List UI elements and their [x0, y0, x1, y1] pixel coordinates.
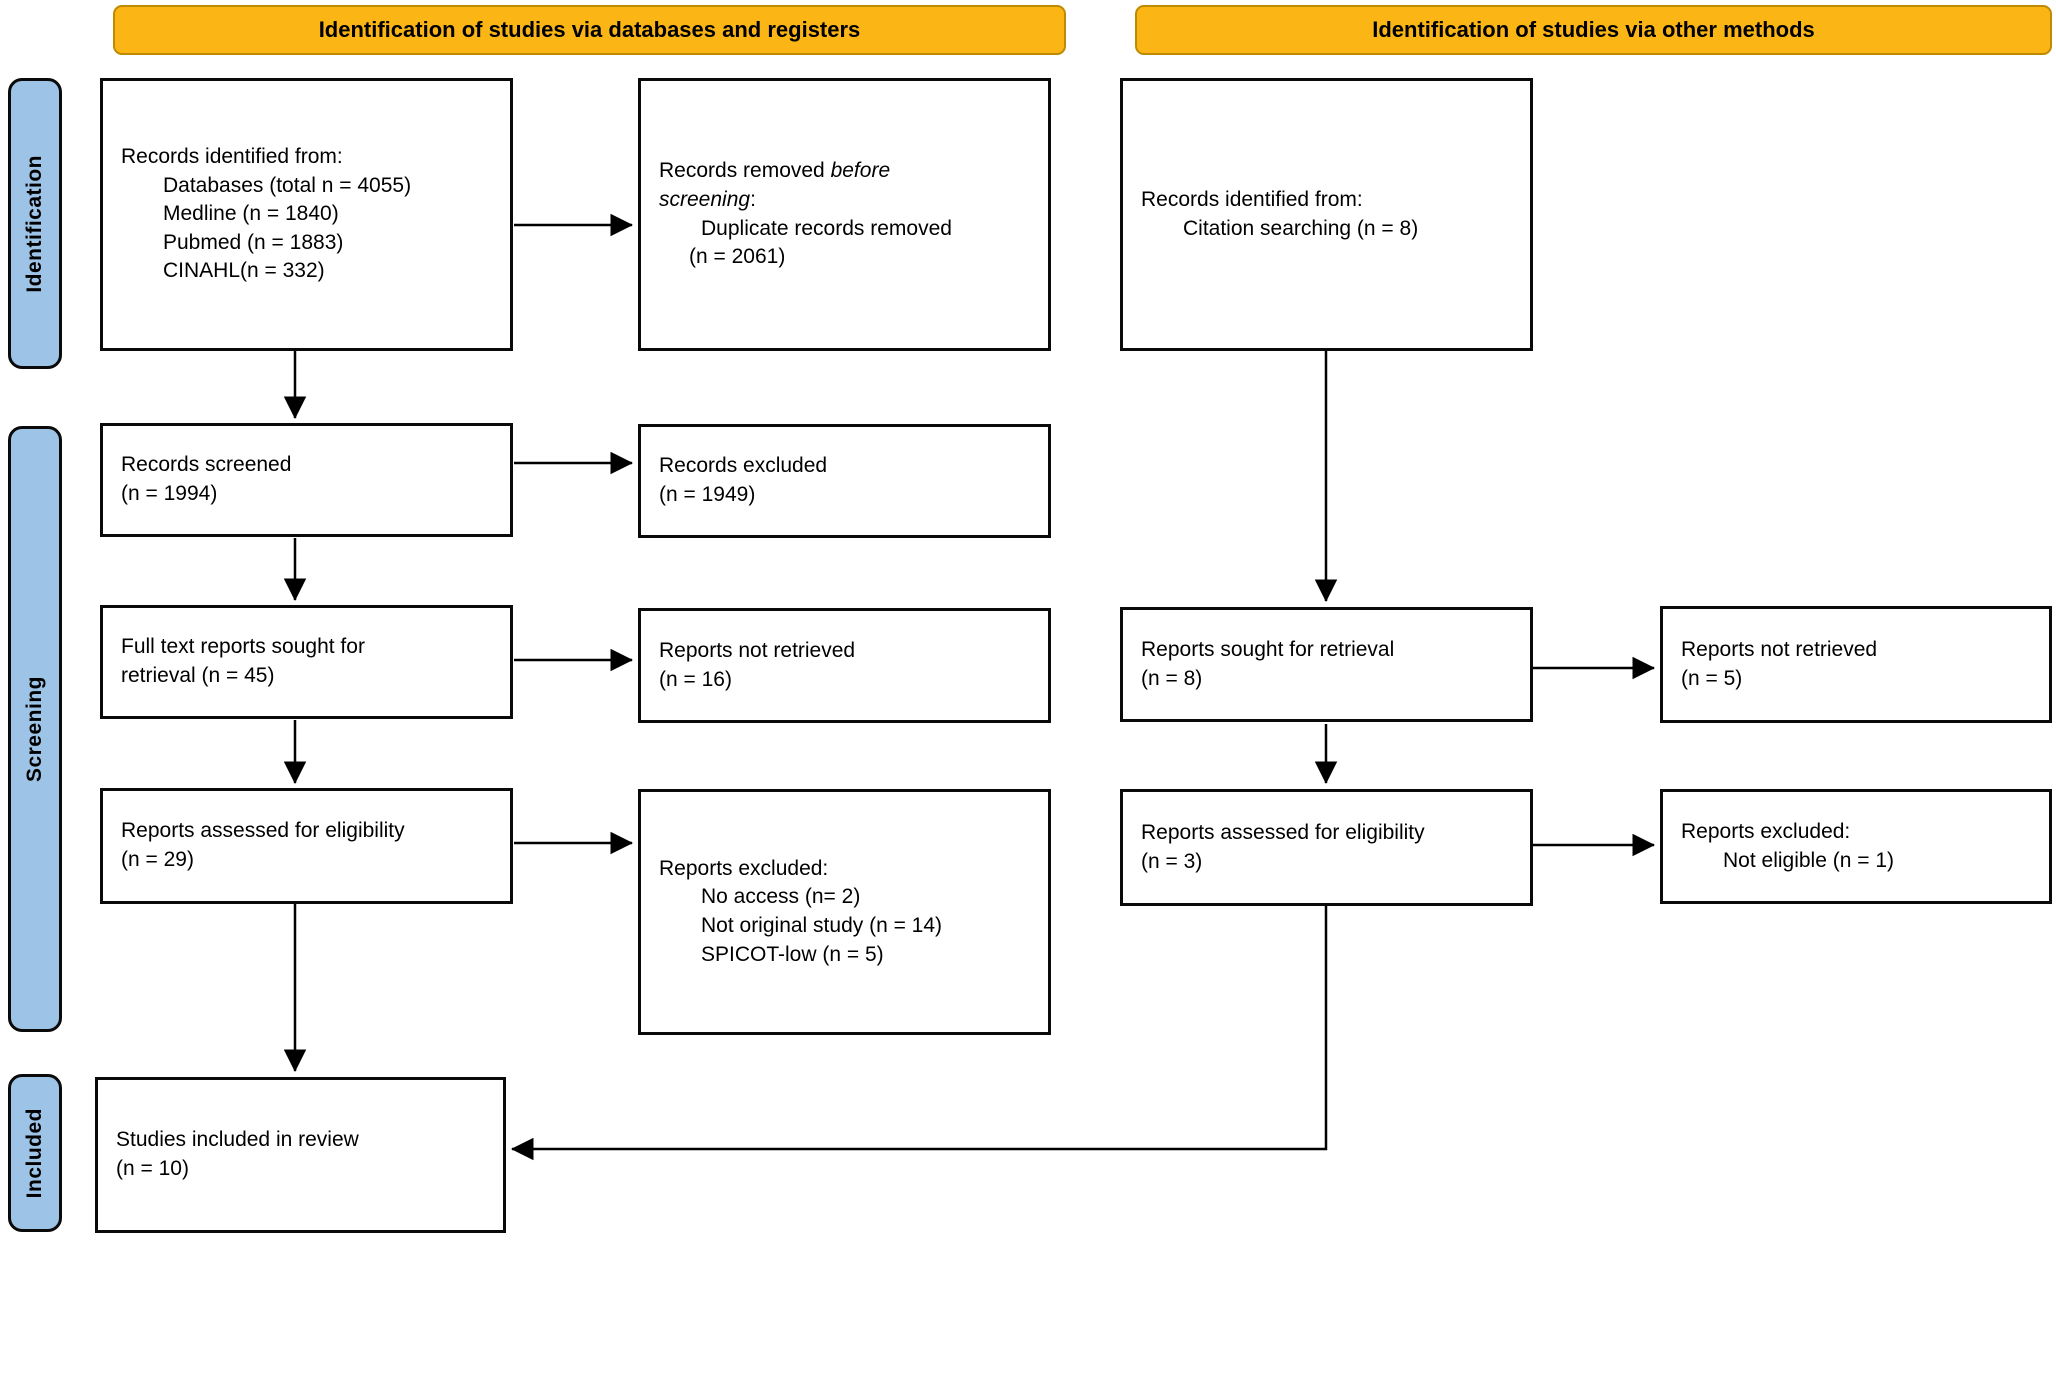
box-line: Databases (total n = 4055) — [163, 173, 412, 197]
box-line: Pubmed (n = 1883) — [163, 230, 344, 254]
box-line: Reports assessed for eligibility — [121, 819, 405, 843]
box-line: Medline (n = 1840) — [163, 202, 339, 226]
box-reports-assessed-right: Reports assessed for eligibility (n = 3) — [1120, 789, 1533, 906]
box-fulltext-sought: Full text reports sought for retrieval (… — [100, 605, 513, 719]
box-reports-sought-right: Reports sought for retrieval (n = 8) — [1120, 607, 1533, 722]
italic-text: before — [830, 159, 891, 183]
header-label: Identification of studies via other meth… — [1372, 17, 1815, 42]
box-line: (n = 16) — [659, 667, 732, 691]
box-records-removed-before-screening: Records removed before screening: Duplic… — [638, 78, 1051, 351]
box-line: CINAHL(n = 332) — [163, 259, 325, 283]
box-line: Reports excluded: — [659, 856, 829, 880]
box-line: (n = 1949) — [659, 483, 756, 506]
box-line: Records screened — [121, 453, 292, 477]
box-line: Reports excluded: — [1681, 819, 1851, 843]
box-line: Records removed before — [659, 159, 891, 183]
box-line: SPICOT-low (n = 5) — [701, 942, 884, 966]
box-reports-not-retrieved-left: Reports not retrieved (n = 16) — [638, 608, 1051, 723]
box-line: Reports sought for retrieval — [1141, 637, 1395, 661]
box-records-identified-citation: Records identified from: Citation search… — [1120, 78, 1533, 351]
italic-text: screening — [659, 187, 751, 211]
box-line: screening: — [659, 187, 756, 211]
box-studies-included: Studies included in review (n = 10) — [95, 1077, 506, 1233]
box-line: retrieval (n = 45) — [121, 664, 275, 687]
box-line: (n = 29) — [121, 848, 194, 871]
box-records-identified-databases: Records identified from: Databases (tota… — [100, 78, 513, 351]
box-line: (n = 3) — [1141, 849, 1203, 873]
box-line: Reports assessed for eligibility — [1141, 820, 1425, 844]
box-reports-excluded-reasons: Reports excluded: No access (n= 2) Not o… — [638, 789, 1051, 1035]
header-label: Identification of studies via databases … — [318, 17, 861, 42]
stage-label: Identification — [23, 154, 46, 293]
box-line: Citation searching (n = 8) — [1183, 216, 1419, 240]
box-line: No access (n= 2) — [701, 885, 861, 909]
header-other-methods: Identification of studies via other meth… — [1135, 5, 2052, 55]
box-line: Records excluded — [659, 454, 828, 478]
box-line: Not eligible (n = 1) — [1723, 848, 1895, 872]
box-reports-excluded-not-eligible: Reports excluded: Not eligible (n = 1) — [1660, 789, 2052, 904]
box-line: (n = 5) — [1681, 666, 1743, 690]
box-line: Studies included in review — [116, 1128, 359, 1152]
stage-screening: Screening — [8, 426, 62, 1032]
stage-identification: Identification — [8, 78, 62, 369]
box-reports-not-retrieved-right: Reports not retrieved (n = 5) — [1660, 606, 2052, 723]
box-line: Full text reports sought for — [121, 635, 365, 659]
box-reports-assessed-left: Reports assessed for eligibility (n = 29… — [100, 788, 513, 904]
box-line: Records identified from: — [121, 145, 343, 169]
box-line: Duplicate records removed — [701, 216, 952, 240]
box-line: Reports not retrieved — [659, 638, 856, 662]
header-databases-registers: Identification of studies via databases … — [113, 5, 1066, 55]
box-line: Not original study (n = 14) — [701, 914, 943, 937]
box-records-screened: Records screened (n = 1994) — [100, 423, 513, 537]
stage-label: Included — [23, 1107, 46, 1199]
stage-included: Included — [8, 1074, 62, 1232]
box-line: Records identified from: — [1141, 187, 1363, 211]
box-line: (n = 10) — [116, 1157, 189, 1180]
stage-label: Screening — [23, 675, 46, 783]
box-line: (n = 8) — [1141, 666, 1203, 690]
box-records-excluded: Records excluded (n = 1949) — [638, 424, 1051, 538]
box-line: (n = 2061) — [689, 245, 786, 269]
box-line: Reports not retrieved — [1681, 637, 1878, 661]
box-line: (n = 1994) — [121, 482, 218, 505]
